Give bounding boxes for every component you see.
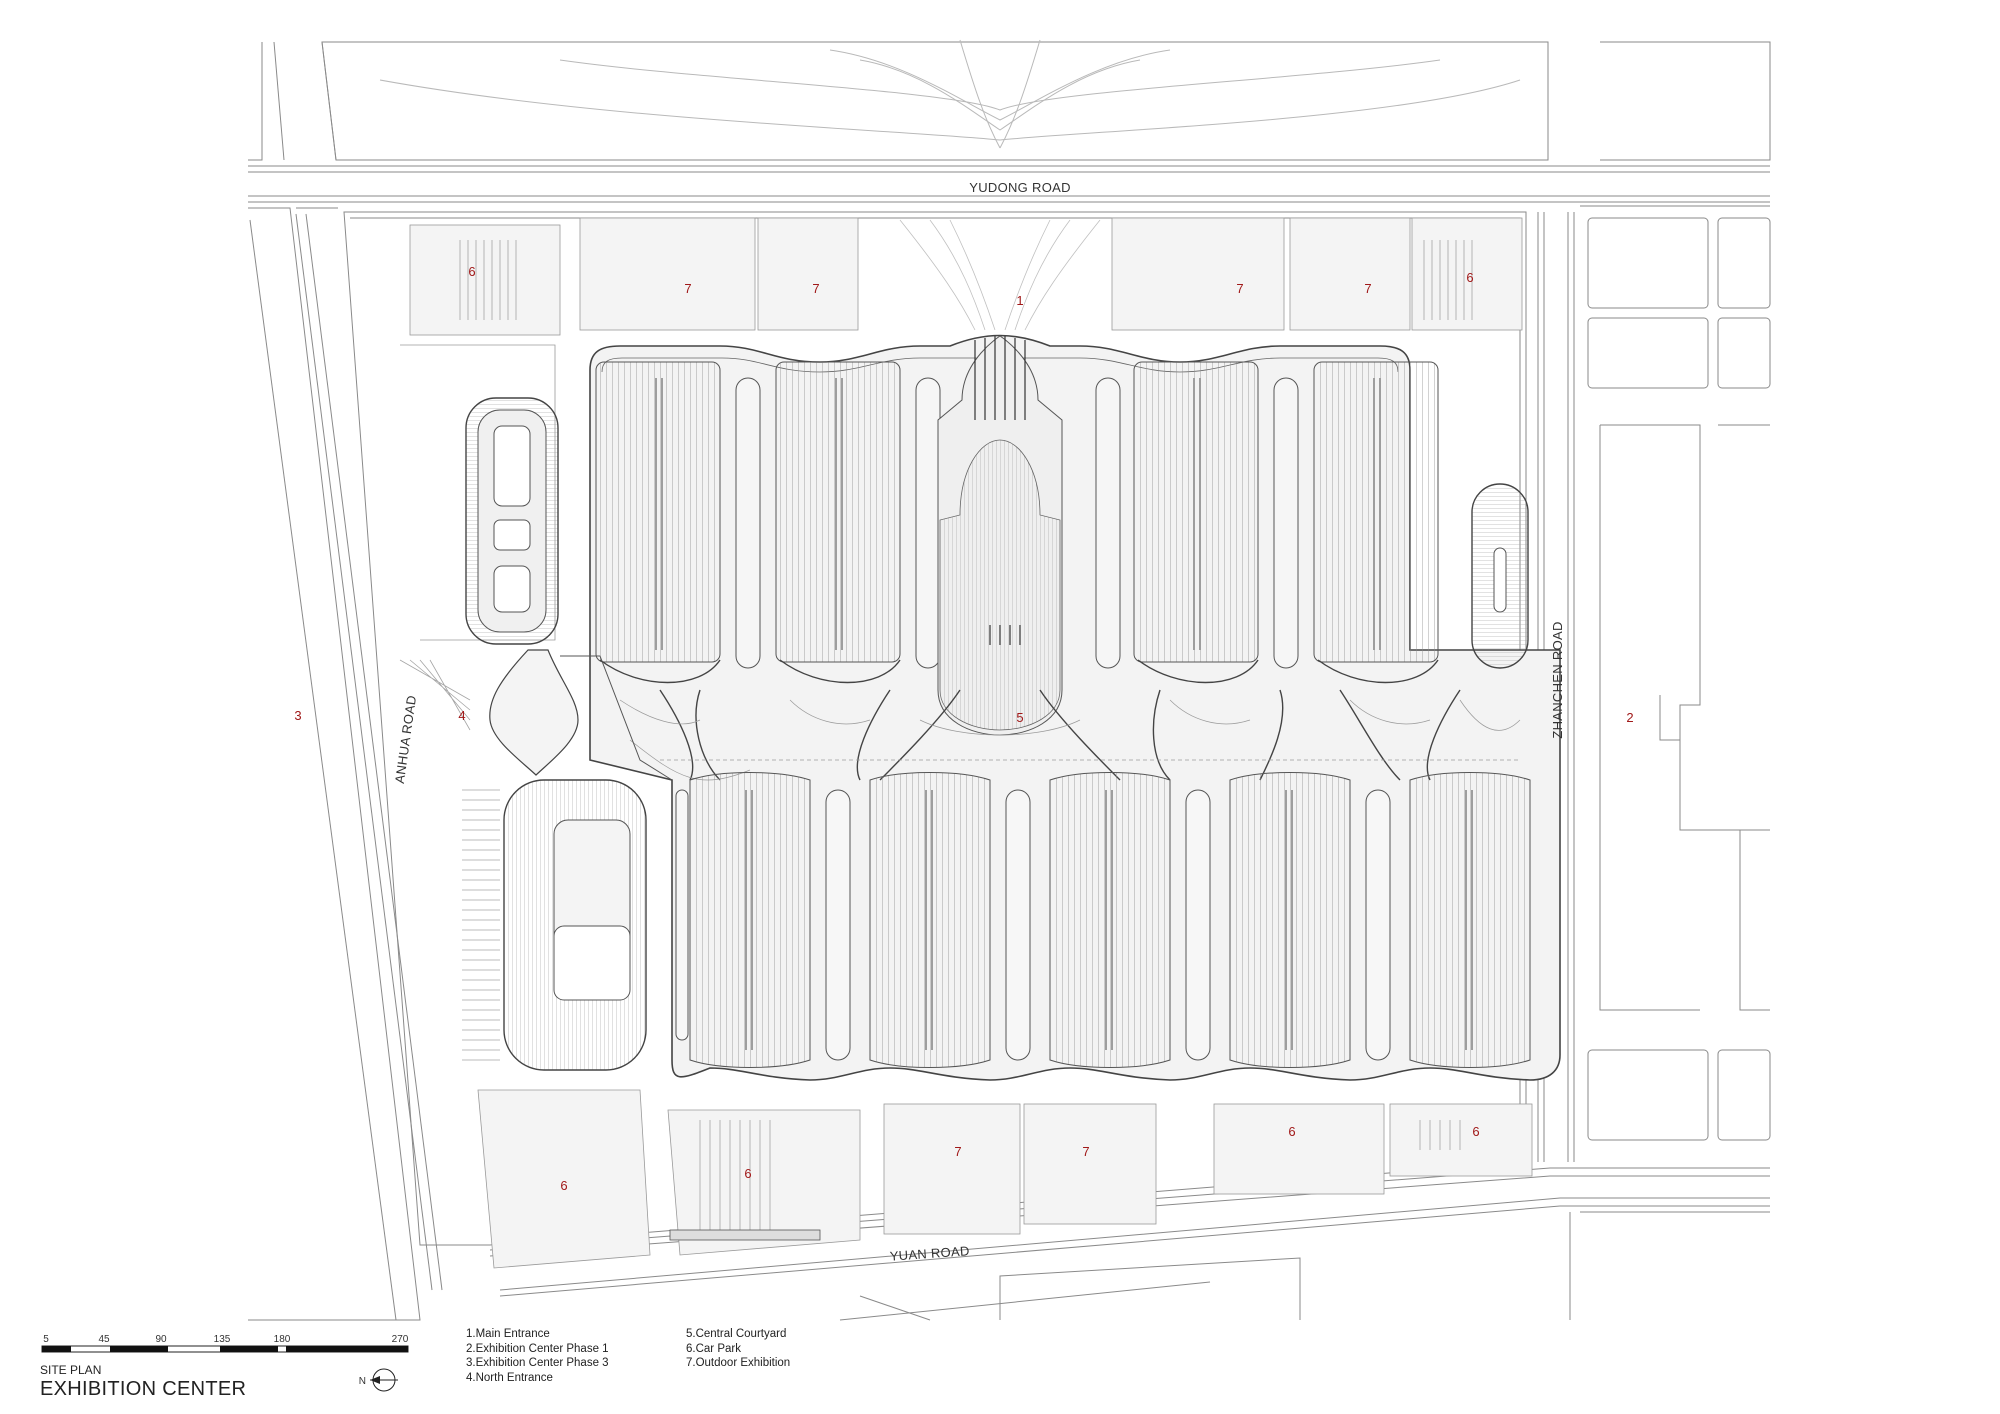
car-park-stripes: [459, 240, 1473, 320]
legend-item: 6.Car Park: [686, 1342, 741, 1355]
yudong-road-label: YUDONG ROAD: [969, 180, 1071, 195]
drawing-title: EXHIBITION CENTER: [40, 1378, 247, 1400]
legend-item: 2.Exhibition Center Phase 1: [466, 1342, 609, 1355]
yuan-road-label: YUAN ROAD: [889, 1243, 970, 1264]
zone-6-label: 6: [1288, 1124, 1295, 1139]
zone-2-label: 2: [1626, 710, 1633, 725]
scale-tick-label: 90: [155, 1334, 167, 1345]
courtyard-branches: [599, 659, 1461, 781]
zone-7-label: 7: [1364, 281, 1371, 296]
scale-tick-label: 5: [43, 1334, 49, 1345]
scale-tick-label: 45: [98, 1334, 110, 1345]
zone-3-label: 3: [294, 708, 301, 723]
legend-item: 3.Exhibition Center Phase 3: [466, 1357, 609, 1369]
zone-1-label: 1: [1016, 293, 1023, 308]
zone-7-label: 7: [1236, 281, 1243, 296]
legend-item: 5.Central Courtyard: [686, 1328, 787, 1340]
legend-item: 4.North Entrance: [466, 1371, 553, 1384]
zone-7-label: 7: [1082, 1144, 1089, 1159]
north-arrow-icon: N: [359, 1368, 398, 1392]
zhanchen-road-label: ZHANCHEN ROAD: [1550, 621, 1565, 738]
north-entrance-buildings: [465, 397, 673, 1071]
west-car-park-stripes: [399, 659, 500, 1061]
zone-4-label: 4: [458, 708, 465, 723]
courtyard-landscape: [619, 699, 1521, 781]
south-parcels: [477, 1089, 1533, 1269]
north-parcels: [400, 217, 1523, 641]
east-pavilion: [1471, 483, 1529, 669]
zone-7-label: 7: [812, 281, 819, 296]
scale-tick-label: 180: [274, 1334, 291, 1345]
legend-item: 7.Outdoor Exhibition: [686, 1357, 791, 1369]
zone-6-label: 6: [744, 1166, 751, 1181]
zone-6-label: 6: [1466, 270, 1473, 285]
legend-column-1: 1.Main Entrance 2.Exhibition Center Phas…: [466, 1327, 609, 1385]
main-entrance-curves: [899, 219, 1101, 331]
zone-6-label: 6: [1472, 1124, 1479, 1139]
scale-tick-label: 270: [392, 1334, 409, 1345]
south-halls: [675, 772, 1531, 1068]
anhua-road-label: ANHUA ROAD: [392, 694, 419, 784]
zone-6-label: 6: [468, 264, 475, 279]
legend-item: 1.Main Entrance: [466, 1328, 550, 1340]
zone-6-label: 6: [560, 1178, 567, 1193]
zone-5-label: 5: [1016, 710, 1023, 725]
scale-tick-label: 135: [214, 1334, 231, 1345]
north-arrow-label: N: [359, 1376, 366, 1387]
south-car-park-stripes: [669, 1120, 1461, 1241]
north-halls: [595, 335, 1439, 736]
legend-column-2: 5.Central Courtyard 6.Car Park 7.Outdoor…: [686, 1327, 790, 1371]
zone-7-label: 7: [684, 281, 691, 296]
scale-bar: 5 45 90 135 180 270: [41, 1334, 409, 1353]
zone-7-label: 7: [954, 1144, 961, 1159]
drawing-subtitle: SITE PLAN: [40, 1363, 102, 1377]
